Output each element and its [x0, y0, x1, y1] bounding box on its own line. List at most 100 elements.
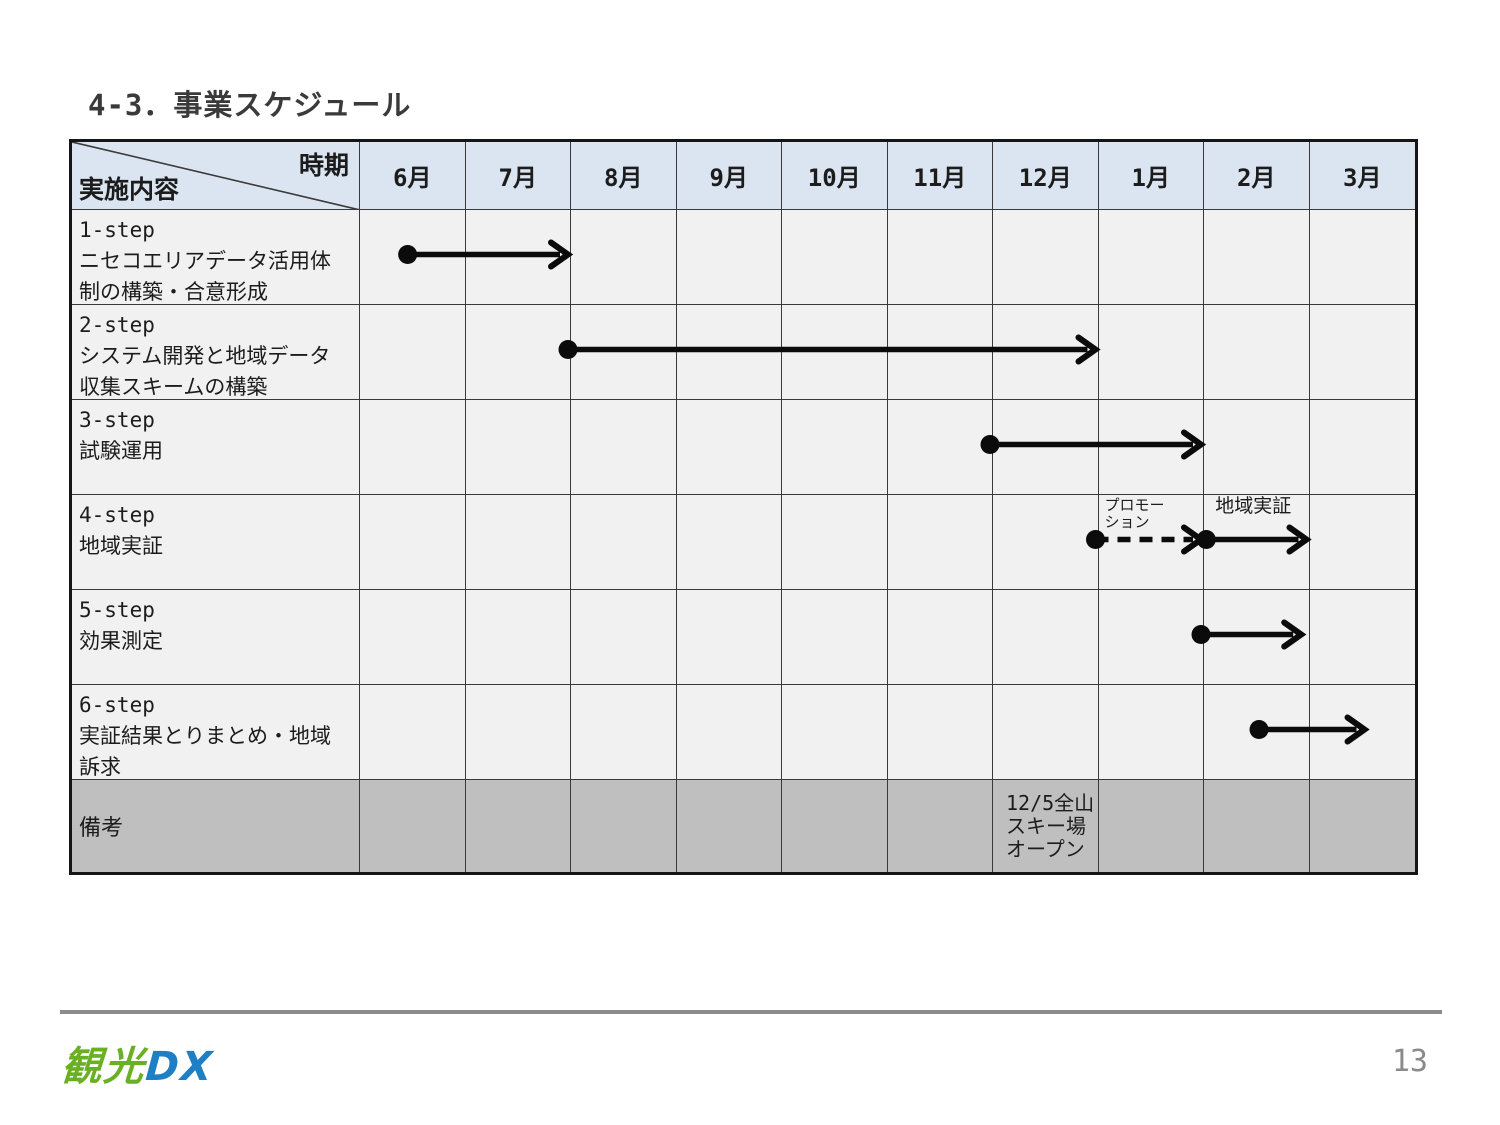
grid-cell — [993, 210, 1099, 305]
step-description: システム開発と地域データ 収集スキームの構築 — [79, 344, 331, 399]
remarks-cell — [360, 780, 466, 872]
remarks-cell — [676, 780, 782, 872]
grid-cell — [993, 590, 1099, 685]
grid-cell — [676, 400, 782, 495]
step-description: 地域実証 — [79, 534, 163, 558]
grid-cell — [360, 400, 466, 495]
grid-cell — [993, 400, 1099, 495]
grid-cell — [360, 305, 466, 400]
grid-cell — [782, 685, 888, 780]
step-number: 3-step — [79, 408, 155, 432]
grid-cell — [571, 400, 677, 495]
grid-cell — [676, 495, 782, 590]
month-header-cell: 7月 — [465, 142, 571, 210]
remarks-cell — [1309, 780, 1415, 872]
grid-cell — [676, 305, 782, 400]
grid-cell — [1204, 590, 1310, 685]
grid-cell — [360, 495, 466, 590]
grid-cell — [1098, 590, 1204, 685]
step-label-cell: 4-step 地域実証 — [72, 495, 360, 590]
grid-cell — [1098, 210, 1204, 305]
grid-cell — [1309, 590, 1415, 685]
grid-cell — [360, 210, 466, 305]
remarks-cell — [782, 780, 888, 872]
footer-divider — [60, 1010, 1442, 1014]
grid-cell — [465, 495, 571, 590]
grid-cell — [465, 305, 571, 400]
grid-cell — [1204, 210, 1310, 305]
grid-cell — [993, 305, 1099, 400]
month-header-cell: 2月 — [1204, 142, 1310, 210]
logo-text-dx: DX — [144, 1044, 216, 1090]
month-header-cell: 8月 — [571, 142, 677, 210]
grid-cell — [571, 210, 677, 305]
remarks-label-cell: 備考 — [72, 780, 360, 872]
grid-cell — [465, 685, 571, 780]
remarks-cell — [887, 780, 993, 872]
grid-cell — [1098, 495, 1204, 590]
grid-cell — [887, 495, 993, 590]
grid-cell — [676, 210, 782, 305]
step-number: 2-step — [79, 313, 155, 337]
grid-cell — [887, 400, 993, 495]
grid-cell — [465, 400, 571, 495]
grid-cell — [571, 685, 677, 780]
grid-cell — [887, 590, 993, 685]
grid-cell — [782, 305, 888, 400]
remarks-cell — [1204, 780, 1310, 872]
grid-cell — [782, 400, 888, 495]
step-number: 1-step — [79, 218, 155, 242]
grid-cell — [1204, 305, 1310, 400]
page-number: 13 — [1391, 1044, 1428, 1079]
month-header-cell: 12月 — [993, 142, 1099, 210]
grid-cell — [1098, 685, 1204, 780]
grid-cell — [571, 590, 677, 685]
step-number: 5-step — [79, 598, 155, 622]
remarks-cell: 12/5全山 スキー場オープン — [993, 780, 1099, 872]
step-label-cell: 2-step システム開発と地域データ 収集スキームの構築 — [72, 305, 360, 400]
grid-cell — [676, 685, 782, 780]
grid-cell — [465, 210, 571, 305]
diagonal-divider — [72, 142, 360, 210]
grid-cell — [360, 685, 466, 780]
kanko-dx-logo: 観光DX — [60, 1034, 216, 1092]
grid-cell — [1098, 305, 1204, 400]
remarks-cell — [465, 780, 571, 872]
step-description: 効果測定 — [79, 629, 163, 653]
grid-cell — [676, 590, 782, 685]
step-label-cell: 3-step 試験運用 — [72, 400, 360, 495]
step-number: 6-step — [79, 693, 155, 717]
grid-cell — [360, 590, 466, 685]
step-description: ニセコエリアデータ活用体 制の構築・合意形成 — [79, 249, 331, 304]
grid-cell — [887, 305, 993, 400]
corner-label-time: 時期 — [298, 151, 349, 180]
grid-cell — [1309, 685, 1415, 780]
step-label-cell: 5-step 効果測定 — [72, 590, 360, 685]
grid-cell — [1098, 400, 1204, 495]
grid-cell — [571, 495, 677, 590]
step-number: 4-step — [79, 503, 155, 527]
grid-cell — [782, 210, 888, 305]
grid-cell — [1309, 305, 1415, 400]
month-header-cell: 9月 — [676, 142, 782, 210]
grid-cell — [993, 495, 1099, 590]
grid-cell — [993, 685, 1099, 780]
corner-header-cell: 時期実施内容 — [72, 142, 360, 210]
grid-cell — [1204, 495, 1310, 590]
grid-cell — [1309, 210, 1415, 305]
grid-cell — [887, 210, 993, 305]
remarks-cell — [1098, 780, 1204, 872]
grid-cell — [887, 685, 993, 780]
grid-cell — [782, 495, 888, 590]
grid-cell — [782, 590, 888, 685]
grid-cell — [1204, 685, 1310, 780]
grid-cell — [1309, 495, 1415, 590]
logo-text-kanko: 観光 — [60, 1044, 148, 1090]
remarks-note: 12/5全山 スキー場オープン — [1006, 790, 1095, 861]
step-description: 試験運用 — [79, 439, 163, 463]
remarks-cell — [571, 780, 677, 872]
step-label-cell: 1-step ニセコエリアデータ活用体 制の構築・合意形成 — [72, 210, 360, 305]
